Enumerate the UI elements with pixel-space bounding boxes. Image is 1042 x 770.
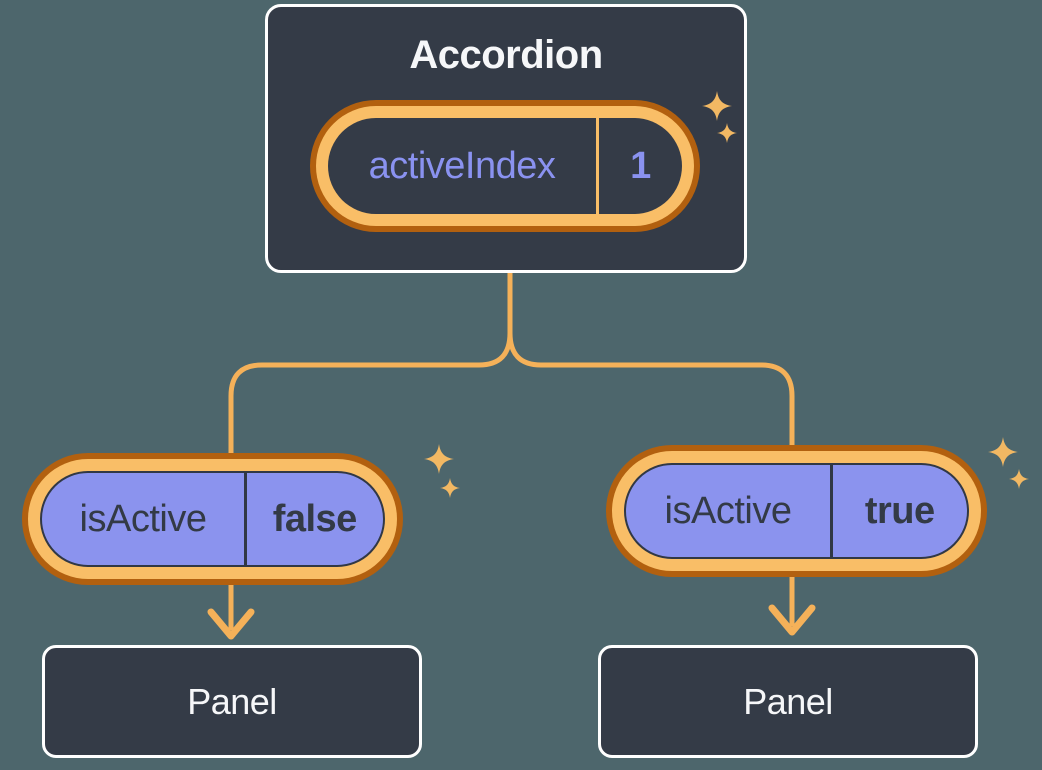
prop-name: isActive (79, 497, 207, 540)
prop-value: true (864, 489, 935, 532)
accordion-title: Accordion (409, 33, 603, 77)
is-active-pill-right: isActive true (606, 445, 987, 577)
panel-box-right: Panel (598, 645, 978, 758)
pill-gold-ring: isActive false (28, 459, 397, 579)
arrow-down-icon (207, 608, 255, 640)
sparkle-icon (424, 444, 454, 474)
pill-core: isActive false (40, 471, 385, 567)
prop-value: false (272, 497, 358, 540)
panel-title: Panel (743, 680, 833, 722)
panel-box-left: Panel (42, 645, 422, 758)
state-value: 1 (630, 144, 651, 187)
sparkle-icon (440, 478, 460, 498)
is-active-pill-left: isActive false (22, 453, 403, 585)
sparkle-icon (1009, 469, 1029, 489)
panel-title: Panel (187, 680, 277, 722)
pill-divider (830, 465, 833, 557)
arrow-down-icon (768, 604, 816, 636)
pill-core: isActive true (624, 463, 969, 559)
pill-core: activeIndex 1 (328, 118, 682, 214)
pill-divider (596, 118, 599, 214)
sparkle-icon (988, 437, 1018, 467)
state-name: activeIndex (368, 144, 556, 187)
pill-gold-ring: activeIndex 1 (316, 106, 694, 226)
pill-gold-ring: isActive true (612, 451, 981, 571)
prop-name: isActive (664, 489, 792, 532)
active-index-pill: activeIndex 1 (310, 100, 700, 232)
